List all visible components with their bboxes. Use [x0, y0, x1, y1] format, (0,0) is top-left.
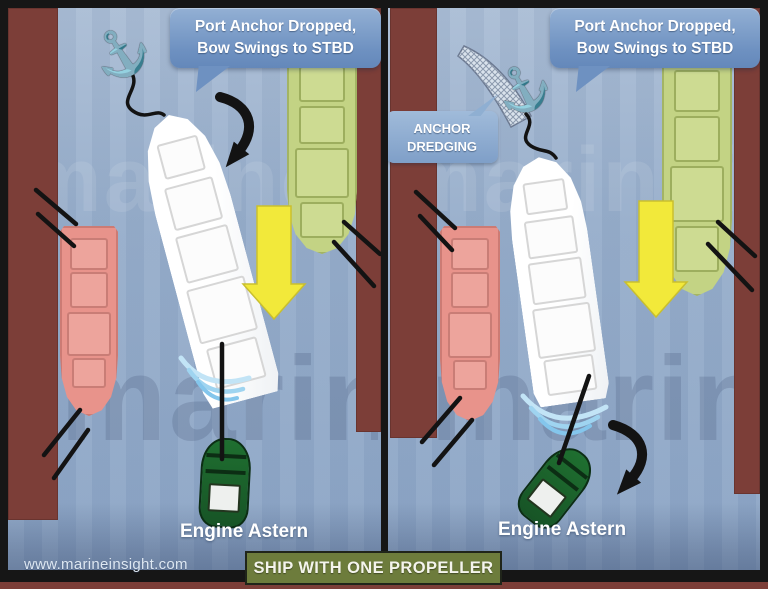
moored-green-ship-right-panel [662, 58, 732, 296]
tugboat-left-panel [197, 436, 253, 530]
callout-line: Port Anchor Dropped, [574, 18, 736, 35]
quay-right-panel-stbd-side [734, 8, 760, 494]
caption-engine-astern-right: Engine Astern [497, 519, 627, 540]
panel-divider [381, 0, 388, 582]
callout-line: Bow Swings to STBD [576, 40, 734, 58]
anchor-dredging-label: ANCHOR DREDGING [386, 111, 498, 163]
callout-line: Bow Swings to STBD [197, 40, 354, 58]
callout-bubble-right-panel: Port Anchor Dropped, Bow Swings to STBD [550, 8, 760, 68]
frame-right [760, 0, 768, 589]
callout-line: Port Anchor Dropped, [194, 18, 357, 35]
moored-green-ship-left-panel [287, 54, 357, 254]
quay-left-panel-stbd-side [356, 8, 381, 432]
moored-red-ship-left-panel [60, 226, 118, 416]
caption-engine-astern-left: Engine Astern [179, 521, 309, 542]
quay-right-panel-port-side [390, 8, 437, 438]
callout-bubble-left-panel: Port Anchor Dropped, Bow Swings to STBD [170, 8, 381, 68]
frame-bottom-accent [0, 582, 768, 589]
website-link[interactable]: www.marineinsight.com [24, 556, 188, 573]
title-banner: SHIP WITH ONE PROPELLER [245, 551, 502, 585]
frame-left [0, 0, 8, 589]
quay-left-panel-port-side [8, 8, 58, 520]
moored-red-ship-right-panel [440, 226, 500, 421]
